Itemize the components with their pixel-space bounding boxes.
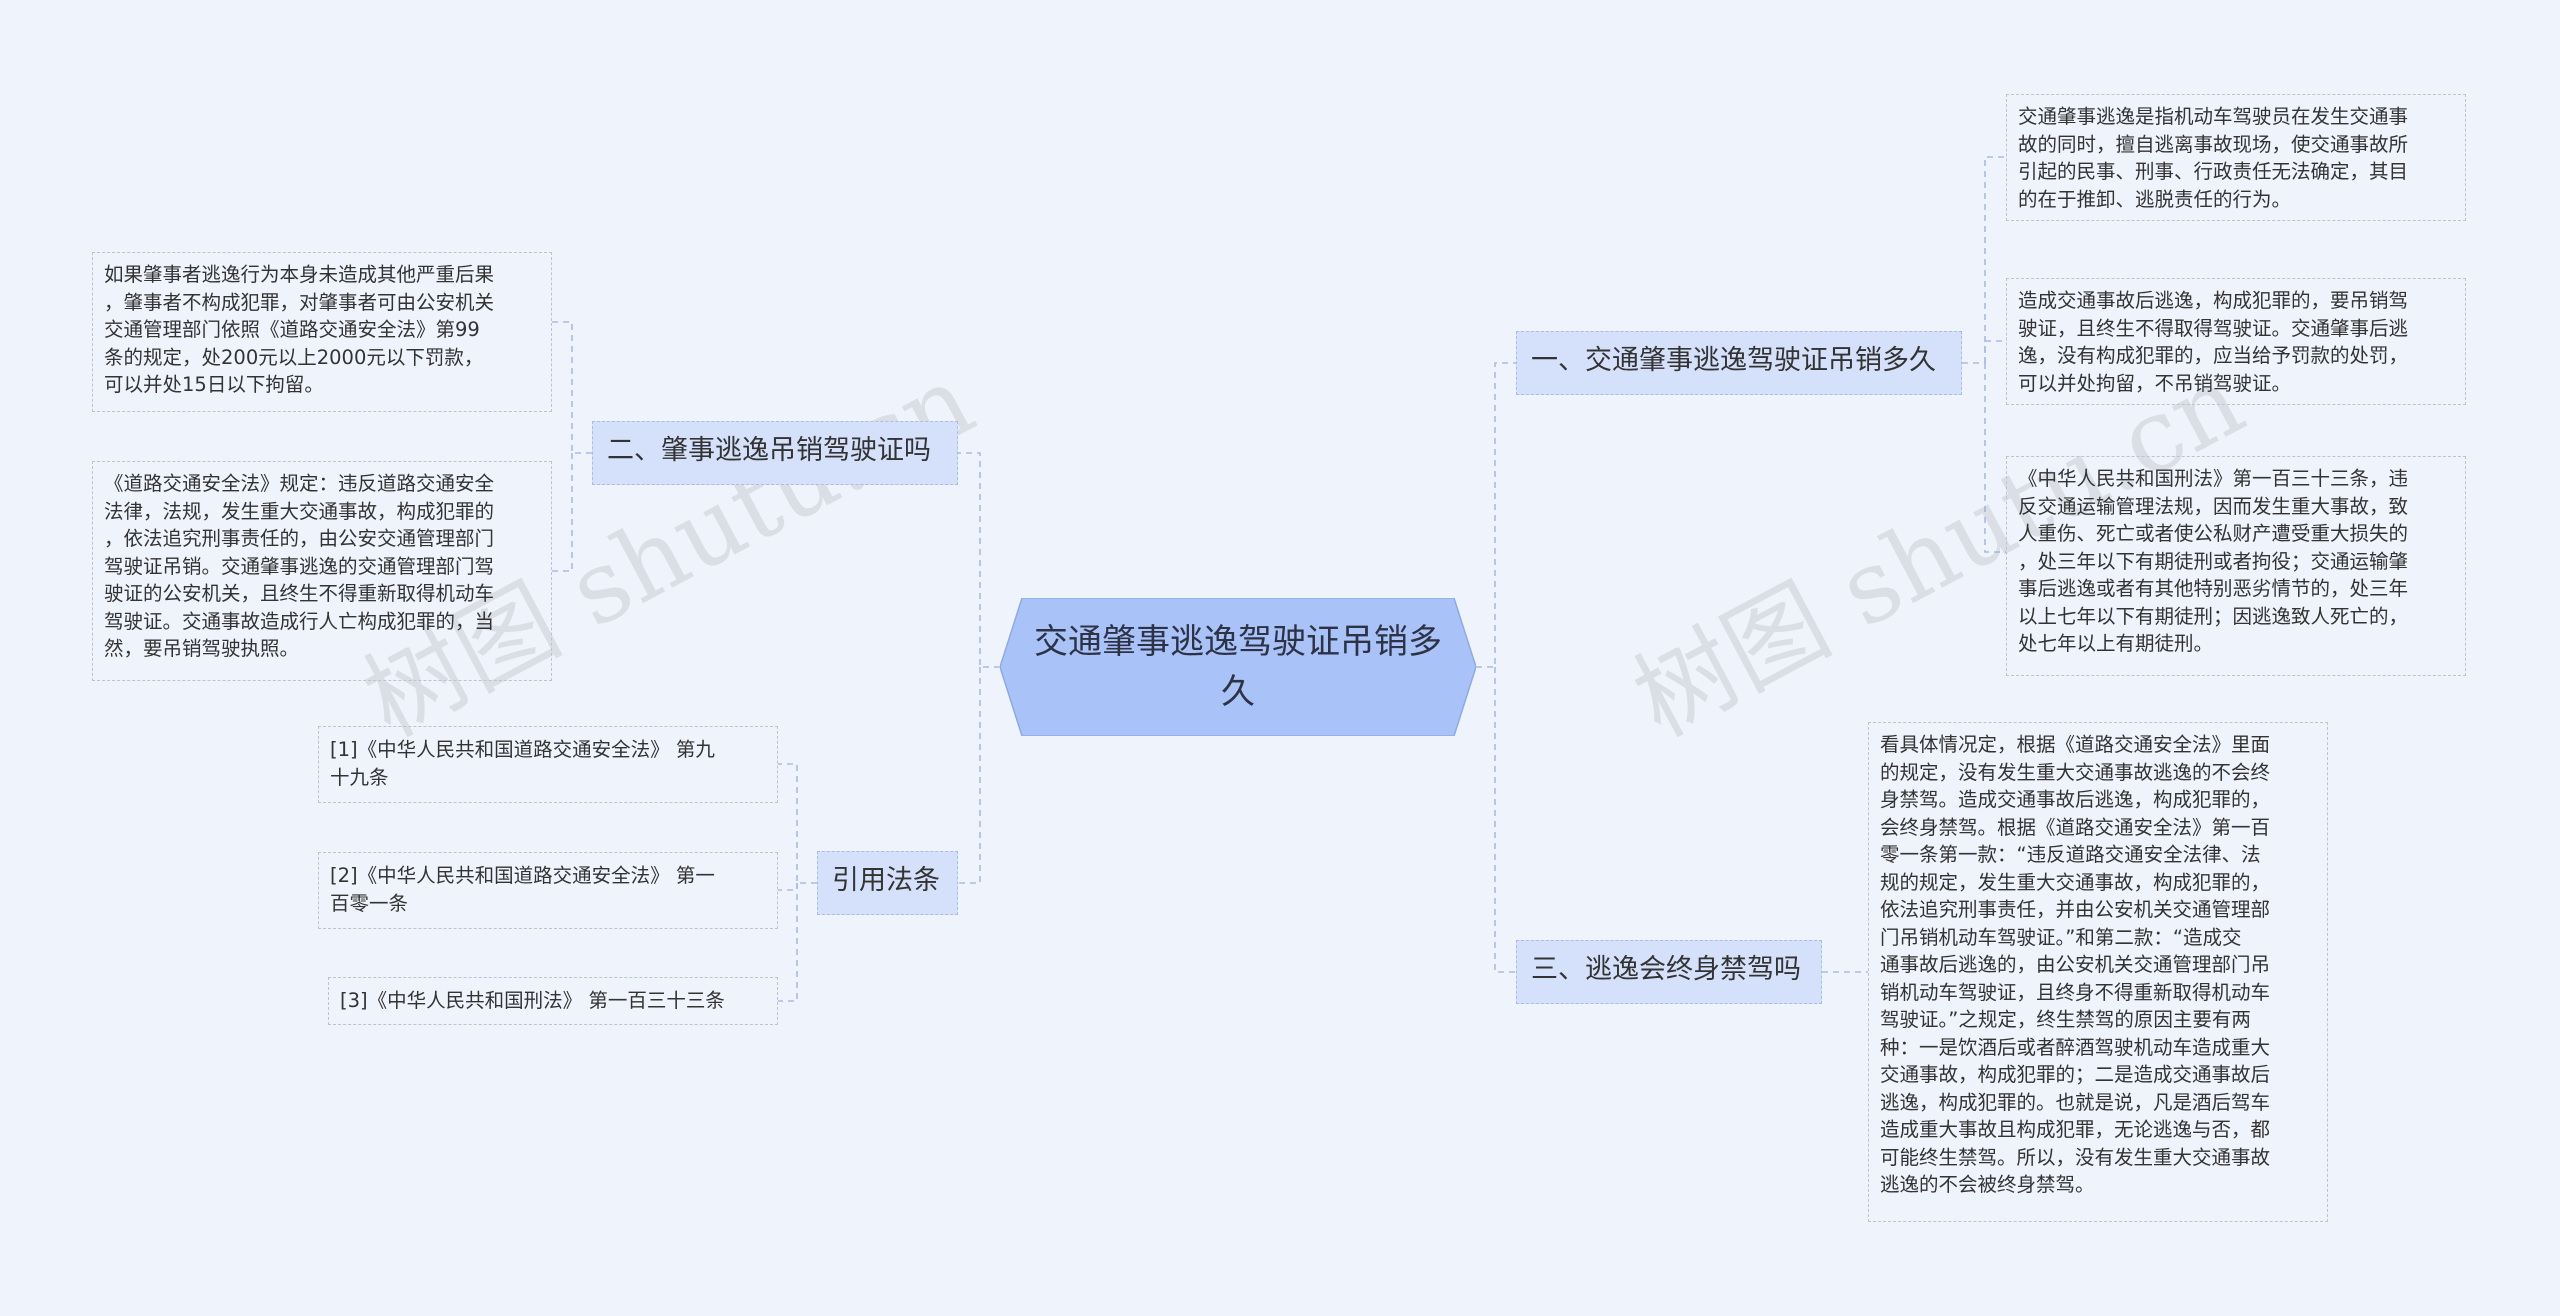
leaf-revocation-rule: 造成交通事故后逃逸，构成犯罪的，要吊销驾 驶证，且终生不得取得驾驶证。交通肇事后…: [2006, 278, 2466, 405]
leaf-lifetime-ban-detail: 看具体情况定，根据《道路交通安全法》里面 的规定，没有发生重大交通事故逃逸的不会…: [1868, 722, 2328, 1222]
root-node[interactable]: 交通肇事逃逸驾驶证吊销多久: [1000, 598, 1476, 736]
leaf-criminal-law: 《中华人民共和国刑法》第一百三十三条，违 反交通运输管理法规，因而发生重大事故，…: [2006, 456, 2466, 676]
root-shape: [1000, 598, 1476, 736]
leaf-definition: 交通肇事逃逸是指机动车驾驶员在发生交通事 故的同时，擅自逃离事故现场，使交通事故…: [2006, 94, 2466, 221]
leaf-traffic-law: 《道路交通安全法》规定：违反道路交通安全 法律，法规，发生重大交通事故，构成犯罪…: [92, 461, 552, 681]
leaf-fine-rule: 如果肇事者逃逸行为本身未造成其他严重后果 ，肇事者不构成犯罪，对肇事者可由公安机…: [92, 252, 552, 412]
branch-revocation-duration[interactable]: 一、交通肇事逃逸驾驶证吊销多久: [1516, 331, 1962, 395]
citation-item[interactable]: [3]《中华人民共和国刑法》 第一百三十三条: [328, 977, 778, 1025]
root-title: 交通肇事逃逸驾驶证吊销多久: [1034, 622, 1442, 712]
citation-item[interactable]: [1]《中华人民共和国道路交通安全法》 第九 十九条: [318, 726, 778, 803]
branch-lifetime-ban[interactable]: 三、逃逸会终身禁驾吗: [1516, 940, 1822, 1004]
citation-item[interactable]: [2]《中华人民共和国道路交通安全法》 第一 百零一条: [318, 852, 778, 929]
branch-citations[interactable]: 引用法条: [817, 851, 958, 915]
branch-revoke-license[interactable]: 二、肇事逃逸吊销驾驶证吗: [592, 421, 958, 485]
